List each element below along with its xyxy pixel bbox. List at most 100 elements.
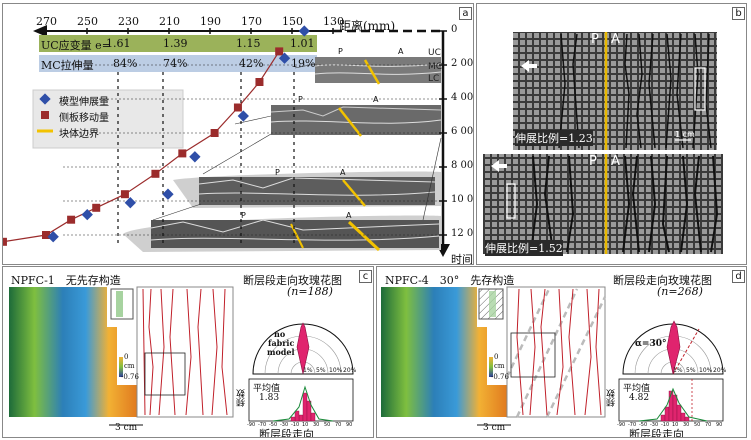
panel-label-b: b	[732, 7, 745, 20]
rose-pct-1-d: 5%	[686, 367, 696, 374]
fault-traces	[142, 288, 228, 416]
section-4	[123, 215, 441, 252]
mc-value-0: 84%	[113, 57, 138, 70]
rose-pct-0-d: 1%	[673, 367, 683, 374]
rose-pct-0-c: 1%	[303, 367, 313, 374]
histogram-bars-d	[660, 390, 690, 422]
distance-tick-label: 270	[36, 15, 57, 28]
distance-axis-arrow	[33, 25, 47, 37]
rose-petal-d	[666, 320, 681, 375]
y-label-d: 频数	[607, 389, 617, 407]
rose-pct-1-c: 5%	[316, 367, 326, 374]
distance-tick-label: 170	[241, 15, 262, 28]
scale-label-d: 3 cm	[483, 423, 506, 433]
uc-value-0: 1.61	[106, 37, 131, 50]
y-label-c: 频数	[237, 389, 247, 407]
panel-a-chart	[3, 25, 450, 257]
panel-c-graphics	[9, 286, 354, 426]
section-label-uc: UC	[428, 48, 441, 58]
histogram-x-tick: 90	[716, 422, 723, 428]
histogram-x-tick: 50	[694, 422, 701, 428]
panel-b-images	[483, 32, 723, 254]
legend-box	[32, 89, 184, 149]
plate-movement-point	[67, 215, 76, 224]
bottom-label-a: A	[611, 154, 620, 169]
top-inset-box	[694, 67, 706, 111]
histogram-x-tick: 10	[302, 422, 309, 428]
time-tick-label: 4 000	[451, 92, 474, 103]
zoom-box-d	[510, 332, 556, 378]
model-extension-point	[278, 52, 291, 64]
model-extension-point	[124, 197, 136, 209]
model-extension-point	[237, 110, 249, 122]
legend-label-boundary: 块体边界	[59, 129, 99, 140]
top-photo-cracks	[558, 33, 712, 149]
distance-tick-label: 130	[323, 15, 344, 28]
panel-d-n: (n=268)	[657, 285, 703, 298]
colorbar-top-d: 0	[494, 353, 499, 361]
plate-movement-point	[3, 237, 7, 246]
histogram-fit	[272, 385, 334, 422]
scale-label-c: 3 cm	[115, 423, 138, 433]
distance-tick-label: 230	[118, 15, 139, 28]
connector-4	[152, 203, 202, 221]
bottom-inset-box	[506, 183, 516, 219]
model-extension-point	[162, 188, 174, 200]
model-note-2: model	[267, 347, 295, 357]
model-note-1: fabric	[268, 338, 295, 348]
section-3-p: P	[275, 168, 280, 177]
distance-tick-label: 190	[200, 15, 221, 28]
panel-d-rose-title: 断层段走向玫瑰花图	[613, 274, 712, 287]
colorbar-bottom-c: -0.76	[121, 373, 139, 381]
plate-movement-point	[233, 103, 242, 112]
cross-sections	[123, 57, 442, 252]
histogram-x-tick: -30	[650, 422, 659, 428]
mean-label-d: 平均值	[623, 384, 651, 394]
legend-marker-extension	[39, 93, 51, 105]
colorbar-bottom-d: -0.76	[491, 373, 509, 381]
plate-movement-point	[178, 149, 187, 158]
distance-tick-label: 250	[77, 15, 98, 28]
time-tick-label: 2 000	[451, 58, 474, 69]
histogram-x-tick: -70	[628, 422, 637, 428]
plate-movement-point	[255, 78, 264, 86]
plate-movement-point	[92, 203, 101, 212]
mc-value-2: 42%	[239, 57, 264, 70]
fault-traces-d	[516, 288, 602, 416]
section-1-p: P	[338, 47, 343, 56]
uc-row-label: UC应变量 e=	[41, 39, 111, 52]
fabric-direction	[672, 328, 700, 375]
panel-c: c NPFC-1 无先存构造 断层段走向玫瑰花图 (n=188)	[2, 266, 374, 438]
model-note-0: no	[274, 329, 286, 339]
histogram-x-tick: -90	[247, 422, 256, 428]
top-ratio: 伸展比例=1.23	[515, 130, 593, 146]
histogram-x-tick: -50	[639, 422, 648, 428]
panel-d: d NPFC-4 30° 先存构造 断层段走向玫瑰花图 (n=268)	[376, 266, 747, 438]
inset-strip-fill	[116, 291, 123, 317]
histogram-x-tick: -70	[258, 422, 267, 428]
plate-movement-point	[42, 231, 50, 239]
zoom-box	[144, 352, 186, 396]
fabric-lines	[505, 288, 607, 418]
colorbar	[119, 357, 123, 377]
uc-value-2: 1.15	[236, 37, 261, 50]
histogram-x-tick: 30	[313, 422, 320, 428]
connector-5	[422, 137, 442, 221]
plate-movement-point	[275, 47, 284, 56]
histogram-x-tick: 10	[672, 422, 679, 428]
histogram-x-tick: 30	[683, 422, 690, 428]
mean-value-c: 1.83	[259, 393, 280, 403]
histogram-x-tick: 70	[335, 422, 342, 428]
mc-value-3: 19%	[291, 57, 316, 70]
legend-label-extension: 模型伸展量	[59, 97, 109, 108]
time-tick-label: 0	[451, 24, 458, 35]
histogram-fit-d	[638, 387, 708, 422]
section-label-lc: LC	[428, 74, 440, 84]
legend-label-plate: 侧板移动量	[59, 113, 109, 124]
connector-1	[294, 63, 316, 69]
time-tick-label: 12 000	[451, 228, 474, 239]
legend-marker-plate	[41, 111, 49, 119]
bottom-photo-cracks	[530, 155, 719, 253]
fault-map-d	[506, 286, 606, 418]
time-tick-label: 10 000	[451, 194, 474, 205]
